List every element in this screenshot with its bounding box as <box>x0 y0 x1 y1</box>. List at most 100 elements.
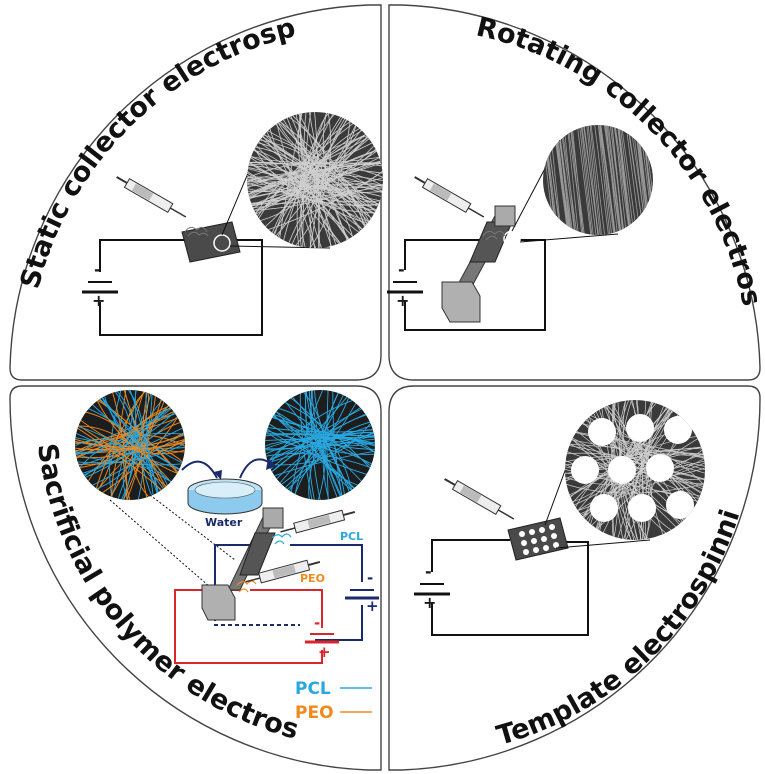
fiber-strand <box>265 417 375 466</box>
fiber-strand <box>299 390 326 500</box>
fiber-strand <box>559 125 577 235</box>
pcl-syringe-label: PCL <box>340 530 363 543</box>
fiber-strand <box>75 439 185 464</box>
arrow-head-to-water <box>214 470 222 480</box>
fiber-strand <box>274 116 381 218</box>
rot-syringe-icon <box>414 176 485 218</box>
tmpl-positive-sign: + <box>423 593 436 612</box>
fiber-strand <box>620 125 639 235</box>
tmpl-wire-bottom <box>431 541 589 636</box>
fiber-strand <box>587 125 602 235</box>
fiber-strand <box>267 121 345 248</box>
fiber-strand <box>247 166 368 234</box>
fiber-strand <box>98 392 185 466</box>
rot-zoom-line-2 <box>519 233 619 243</box>
rot-fiber-jet <box>482 230 506 241</box>
fiber-strand <box>268 412 375 444</box>
fiber-strand <box>641 400 653 540</box>
static-collector-plate <box>181 221 241 263</box>
fiber-strand <box>304 390 317 500</box>
peo-syringe-label: PEO <box>300 572 325 585</box>
fiber-strand <box>279 399 375 473</box>
fiber-strand <box>557 125 574 235</box>
rot-positive-sign: + <box>396 291 409 310</box>
fiber-strand <box>297 112 346 248</box>
pcl-circuit-d <box>315 605 363 641</box>
fiber-strand <box>272 126 368 242</box>
sac-zoom-line-1 <box>149 494 236 561</box>
fiber-strand <box>252 117 357 223</box>
peo-circuit-b <box>250 589 323 628</box>
fiber-strand <box>254 119 359 226</box>
fiber-strand <box>112 390 137 500</box>
mandrel-block <box>441 281 481 323</box>
sacrificial-polymer-panel: Water - + - + <box>75 390 379 723</box>
fiber-strand <box>565 481 705 494</box>
fiber-strand <box>576 125 592 235</box>
fiber-strand <box>619 125 636 235</box>
fiber-strand <box>617 125 632 235</box>
fiber-strand <box>566 125 580 235</box>
fiber-strand <box>75 401 173 454</box>
fiber-strand <box>645 400 666 540</box>
fiber-strand <box>247 171 383 206</box>
random-fibers <box>247 112 383 248</box>
fiber-strand <box>111 403 175 500</box>
tmpl-wire-top <box>431 539 510 572</box>
fiber-strand <box>247 176 381 218</box>
fiber-strand <box>247 145 373 229</box>
fiber-strand <box>612 400 636 540</box>
fiber-strand <box>612 125 631 235</box>
fiber-strand <box>271 124 366 242</box>
fiber-strand <box>75 424 166 495</box>
fiber-strand <box>252 138 375 226</box>
pcl-jet <box>271 533 292 545</box>
fiber-strand <box>578 125 593 235</box>
fiber-legend: PCL PEO <box>295 679 372 723</box>
arrow-head-from-water <box>266 458 276 470</box>
fiber-strand <box>247 163 383 182</box>
fiber-strand <box>267 392 351 476</box>
fiber-strand <box>308 112 352 246</box>
fiber-strand <box>603 125 621 235</box>
fiber-strand <box>127 390 160 499</box>
fiber-strand <box>580 125 598 235</box>
fiber-strand <box>308 390 342 500</box>
pcl-neg-sign: - <box>367 569 373 587</box>
fiber-strand <box>249 147 383 217</box>
fiber-strand <box>247 166 383 203</box>
tmpl-syringe-icon <box>444 478 515 520</box>
fiber-strand <box>79 403 175 480</box>
fiber-strand <box>609 125 626 235</box>
fiber-strand <box>634 400 643 540</box>
fiber-strand <box>590 125 606 235</box>
fiber-strand <box>247 162 383 175</box>
fiber-strand <box>290 112 332 248</box>
fiber-strand <box>598 125 613 235</box>
fiber-strand <box>271 408 366 486</box>
fiber-strand <box>265 420 360 492</box>
peo-neg-sign: - <box>314 614 320 632</box>
template-holes <box>519 524 559 555</box>
fiber-strand <box>247 153 383 213</box>
fiber-strand <box>583 125 600 235</box>
static-negative-sign: - <box>94 260 101 279</box>
fiber-strand <box>593 125 610 235</box>
syringe-icon <box>116 176 187 218</box>
pcl-fibers <box>265 390 375 500</box>
fiber-strand <box>282 398 360 494</box>
arrow-to-water <box>181 460 218 479</box>
fiber-strand <box>247 165 383 212</box>
fiber-strand <box>247 153 353 246</box>
fiber-strand <box>604 125 622 235</box>
rotating-wire-top <box>404 239 485 270</box>
fiber-strand <box>75 424 176 486</box>
fiber-strand <box>265 453 375 470</box>
peo-circuit-a <box>174 589 323 664</box>
pcl-syringe-icon <box>280 509 356 534</box>
fiber-strand <box>286 390 347 496</box>
fiber-strand <box>578 417 705 490</box>
fiber-strand <box>90 390 153 492</box>
fiber-strand <box>617 125 633 235</box>
